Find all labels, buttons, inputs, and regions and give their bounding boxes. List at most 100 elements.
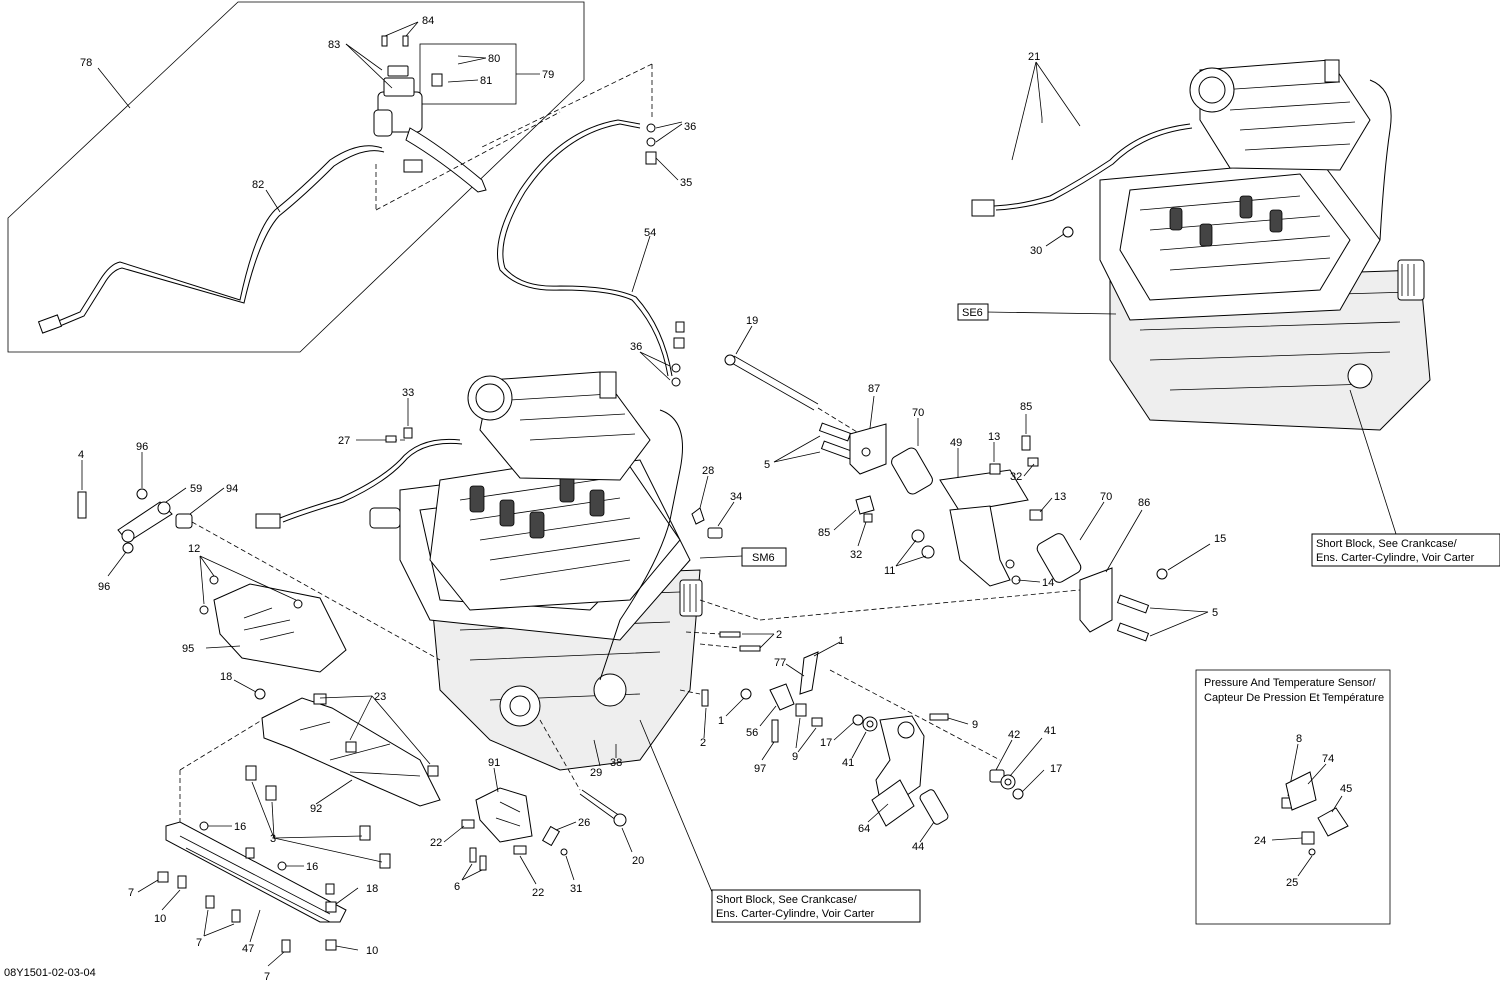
- callout-3: 3: [270, 833, 276, 845]
- callout-91: 91: [488, 757, 500, 769]
- callout-7-mid: 7: [196, 937, 202, 949]
- callout-11: 11: [884, 565, 895, 577]
- callout-35: 35: [680, 177, 692, 189]
- callout-16-low: 16: [306, 861, 318, 873]
- callout-94: 94: [226, 483, 238, 495]
- callout-25: 25: [1286, 877, 1298, 889]
- callout-19: 19: [746, 315, 758, 327]
- callout-92: 92: [310, 803, 322, 815]
- note-short-block-right-line2: Ens. Carter-Cylindre, Voir Carter: [1316, 552, 1475, 564]
- callout-10-low: 10: [366, 945, 378, 957]
- callout-13-low: 13: [1054, 491, 1066, 503]
- callout-47: 47: [242, 943, 254, 955]
- callout-17-left: 17: [820, 737, 832, 749]
- note-short-block-bottom-line2: Ens. Carter-Cylindre, Voir Carter: [716, 908, 875, 920]
- callout-22-left: 22: [430, 837, 442, 849]
- callout-5-top: 5: [764, 459, 770, 471]
- callout-42: 42: [1008, 729, 1020, 741]
- reference-box-se6[interactable]: SE6: [957, 303, 989, 321]
- callout-9-right: 9: [972, 719, 978, 731]
- callout-41-left: 41: [842, 757, 854, 769]
- callout-14: 14: [1042, 577, 1054, 589]
- callout-31: 31: [570, 883, 582, 895]
- callout-32-top: 32: [1010, 471, 1022, 483]
- callout-36-top: 36: [684, 121, 696, 133]
- ref-label-se6: SE6: [962, 307, 983, 319]
- screws-84: [381, 35, 409, 47]
- callout-18-top: 18: [220, 671, 232, 683]
- callout-96-low: 96: [98, 581, 110, 593]
- callout-7-low: 7: [264, 971, 270, 983]
- callout-1-low: 1: [718, 715, 724, 727]
- callout-79: 79: [542, 69, 554, 81]
- note-short-block-right: Short Block, See Crankcase/ Ens. Carter-…: [1311, 533, 1500, 567]
- lower-left-bracket-parts: [137, 679, 441, 967]
- master-cylinder: [373, 65, 487, 193]
- callout-70-top: 70: [912, 407, 924, 419]
- callout-70-low: 70: [1100, 491, 1112, 503]
- callout-44: 44: [912, 841, 924, 853]
- callout-13-top: 13: [988, 431, 1000, 443]
- callout-85-top: 85: [1020, 401, 1032, 413]
- sensor-inset: Pressure And Temperature Sensor/ Capteur…: [1195, 669, 1391, 925]
- callout-9-mid: 9: [792, 751, 798, 763]
- callout-6: 6: [454, 881, 460, 893]
- callout-28: 28: [702, 465, 714, 477]
- callout-10-top: 10: [154, 913, 166, 925]
- callout-4: 4: [78, 449, 84, 461]
- callout-54: 54: [644, 227, 656, 239]
- callout-labels: 78 83 84 80 81 79 82 36 35 54 36 21 30 1…: [78, 15, 1352, 983]
- callout-80: 80: [488, 53, 500, 65]
- main-engine: [255, 371, 703, 771]
- callout-34: 34: [730, 491, 742, 503]
- hydraulic-control-inset: [7, 1, 585, 353]
- callout-21: 21: [1028, 51, 1040, 63]
- callout-87: 87: [868, 383, 880, 395]
- callout-18-low: 18: [366, 883, 378, 895]
- callout-64: 64: [858, 823, 870, 835]
- callout-81: 81: [480, 75, 492, 87]
- note-short-block-bottom-line1: Short Block, See Crankcase/: [716, 894, 858, 906]
- callout-29: 29: [590, 767, 602, 779]
- callout-96-top: 96: [136, 441, 148, 453]
- callout-83: 83: [328, 39, 340, 51]
- callout-78: 78: [80, 57, 92, 69]
- note-short-block-right-line1: Short Block, See Crankcase/: [1316, 538, 1458, 550]
- callout-85-low: 85: [818, 527, 830, 539]
- callout-36-mid: 36: [630, 341, 642, 353]
- callout-22-right: 22: [532, 887, 544, 899]
- callout-12: 12: [188, 543, 200, 555]
- ref-label-sm6: SM6: [752, 552, 775, 564]
- hose-54-assembly: [479, 63, 685, 387]
- engine-mount-right-parts: [699, 325, 1211, 642]
- callout-8: 8: [1296, 733, 1302, 745]
- callout-74: 74: [1322, 753, 1334, 765]
- diagram-reference-code: 08Y1501-02-03-04: [4, 967, 96, 979]
- callout-97: 97: [754, 763, 766, 775]
- callout-56: 56: [746, 727, 758, 739]
- callout-32-low: 32: [850, 549, 862, 561]
- center-lower-parts: [679, 631, 1045, 843]
- callout-7-top: 7: [128, 887, 134, 899]
- callout-77: 77: [774, 657, 786, 669]
- assembled-engine-view: [971, 59, 1431, 535]
- note-short-block-bottom: Short Block, See Crankcase/ Ens. Carter-…: [639, 719, 921, 923]
- callout-95: 95: [182, 643, 194, 655]
- callout-5-low: 5: [1212, 607, 1218, 619]
- callout-49: 49: [950, 437, 962, 449]
- sensor-title-line1: Pressure And Temperature Sensor/: [1204, 677, 1377, 689]
- small-parts-top-center: [356, 398, 743, 559]
- callout-1-top: 1: [838, 635, 844, 647]
- callout-45: 45: [1340, 783, 1352, 795]
- callout-41-right: 41: [1044, 725, 1056, 737]
- callout-27: 27: [338, 435, 350, 447]
- callout-23: 23: [374, 691, 386, 703]
- callout-84: 84: [422, 15, 434, 27]
- bottom-center-parts: [443, 719, 633, 885]
- callout-24: 24: [1254, 835, 1266, 847]
- callout-15: 15: [1214, 533, 1226, 545]
- callout-26: 26: [578, 817, 590, 829]
- reference-box-sm6[interactable]: SM6: [741, 547, 787, 567]
- callout-82: 82: [252, 179, 264, 191]
